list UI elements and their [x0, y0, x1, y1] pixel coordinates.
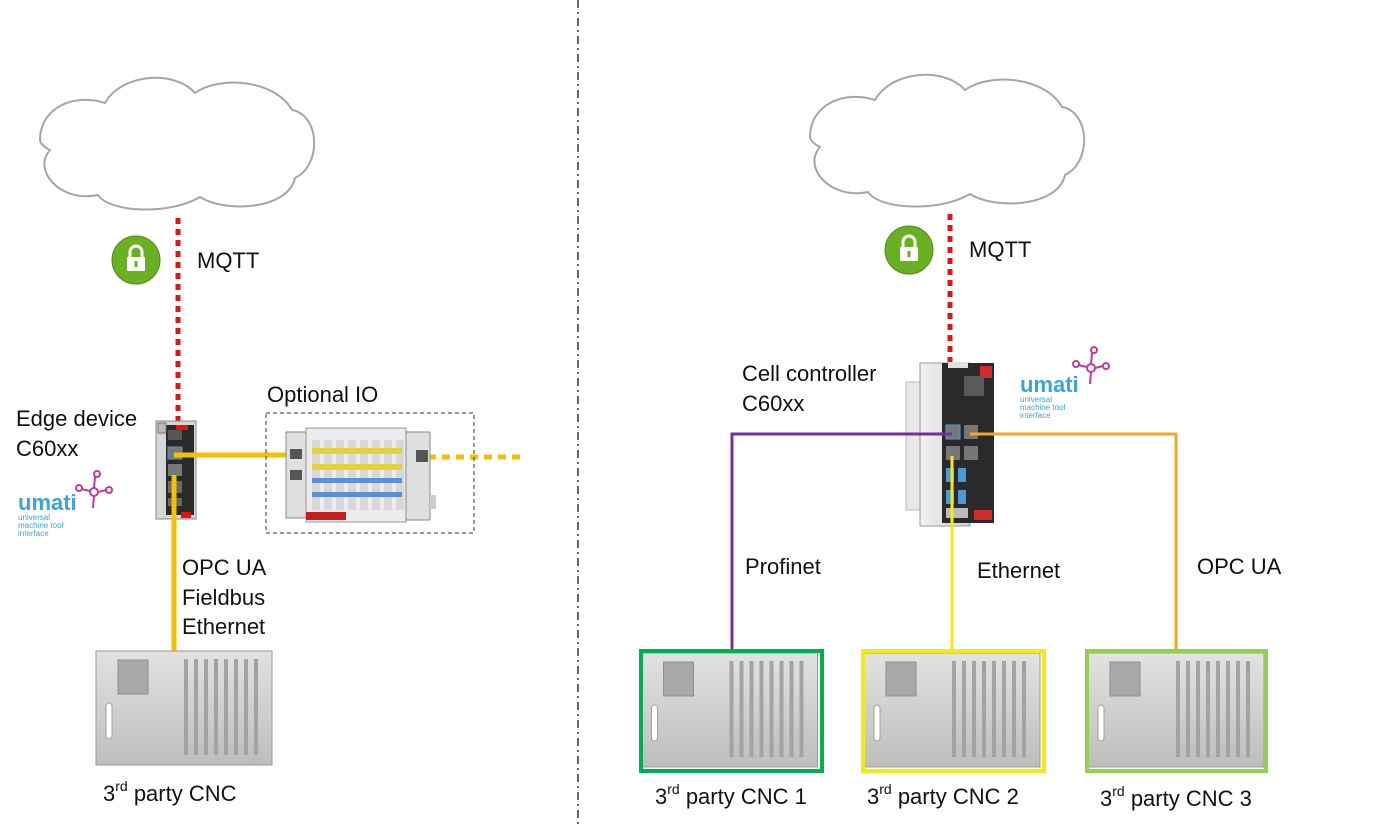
- connection-label-fieldbus: Fieldbus: [182, 585, 266, 610]
- cell-controller-icon: [905, 362, 994, 527]
- cell-controller-label: Cell controller: [742, 361, 877, 386]
- cnc-machine-icon: [863, 652, 1041, 768]
- connection-label-opcua: OPC UA: [182, 555, 267, 580]
- svg-text:interface: interface: [1020, 411, 1051, 420]
- cnc-1-label: 3rd party CNC 1: [655, 780, 807, 809]
- profinet-label: Profinet: [745, 554, 821, 579]
- svg-text:machine tool: machine tool: [18, 521, 64, 530]
- cnc-3-frame: [1085, 649, 1268, 773]
- cnc-2-frame: [861, 649, 1046, 773]
- svg-text:universal: universal: [1020, 395, 1052, 404]
- connection-label-ethernet: Ethernet: [182, 614, 266, 639]
- cloud-icon: [39, 76, 316, 211]
- cnc-machine-icon: [641, 652, 818, 768]
- mqtt-label: MQTT: [197, 248, 260, 273]
- profinet-link: [730, 432, 952, 651]
- cnc-machine-icon: [95, 650, 273, 766]
- optional-io-box: [265, 412, 475, 534]
- svg-text:umati: umati: [1020, 372, 1079, 397]
- cloud-icon: [809, 73, 1086, 208]
- io-terminal-icon: [285, 427, 436, 523]
- svg-text:interface: interface: [18, 529, 49, 538]
- svg-text:umati: umati: [18, 490, 77, 515]
- edge-device-label: Edge device: [16, 406, 138, 431]
- lock-icon: [883, 224, 935, 276]
- lock-icon: [110, 234, 162, 286]
- cnc-1-frame: [639, 649, 824, 773]
- cell-controller-model: C60xx: [742, 391, 805, 416]
- edge-device-model: C60xx: [16, 436, 79, 461]
- cnc-2-label: 3rd party CNC 2: [867, 780, 1019, 809]
- opcua-label: OPC UA: [1197, 554, 1282, 579]
- cnc-3-label: 3rd party CNC 3: [1100, 782, 1252, 811]
- umati-logo: umati universal machine tool interface: [18, 470, 113, 538]
- svg-text:universal: universal: [18, 513, 50, 522]
- mqtt-label: MQTT: [969, 237, 1032, 262]
- optional-io-label: Optional IO: [267, 382, 379, 407]
- umati-logo: umati universal machine tool interface: [1020, 346, 1110, 420]
- ethernet-label: Ethernet: [977, 558, 1061, 583]
- cnc-machine-icon: [1087, 652, 1265, 768]
- svg-text:machine tool: machine tool: [1020, 403, 1066, 412]
- cnc-2: [861, 649, 1046, 773]
- cnc-1: [639, 649, 824, 773]
- opcua-link: [970, 432, 1178, 651]
- cnc-label: 3rd party CNC: [103, 777, 237, 806]
- cnc-3: [1085, 649, 1268, 773]
